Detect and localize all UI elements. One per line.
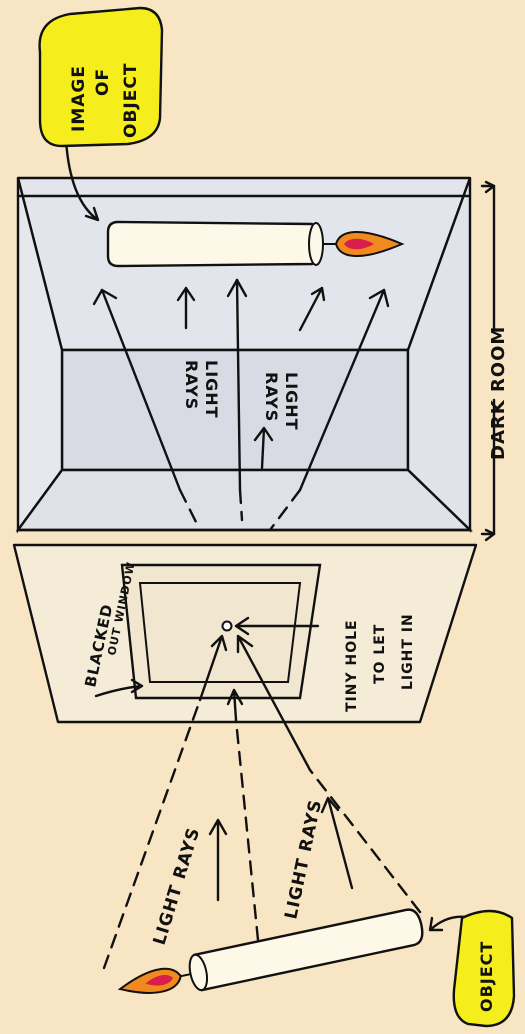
room-light-rays-1-line-1: LIGHT [202,360,221,419]
image-label-line-2: OF [93,68,113,96]
image-of-object-callout: IMAGE OF OBJECT [38,6,164,148]
pinhole [221,620,233,632]
dark-room-label: DARK ROOM [488,326,509,460]
dark-room-dimension: DARK ROOM [480,180,509,542]
room-light-rays-2-line-2: RAYS [262,372,281,422]
outside-light-rays [102,634,422,970]
svg-text:IMAGE: IMAGE [69,65,89,132]
object-candle [117,908,424,994]
window-inner-frame [138,582,302,683]
room-light-rays-1-line-2: RAYS [182,360,201,410]
window-wall [12,543,478,724]
tiny-hole-label: TINY HOLE TO LET LIGHT IN [234,613,416,712]
object-candle-body [193,908,424,992]
image-callout-pointer [64,138,100,222]
outside-light-rays-2-label: LIGHT RAYS [281,798,326,922]
image-candle-body [106,220,324,268]
image-candle [106,220,405,268]
image-label-line-1: IMAGE [69,65,89,132]
object-label: OBJECT [477,941,496,1012]
image-label-line-3: OBJECT [121,63,141,138]
tiny-hole-line-1: TINY HOLE [344,619,360,712]
room-light-rays-2-line-1: LIGHT [282,372,301,431]
tiny-hole-line-2: TO LET [372,624,388,684]
room-back-wall [60,348,410,472]
object-callout: OBJECT [428,909,516,1028]
tiny-hole-line-3: LIGHT IN [400,613,416,690]
svg-text:OBJECT: OBJECT [121,63,141,138]
blacked-out-window [120,563,322,700]
room-light-rays [92,278,390,532]
outside-light-rays-1-label: LIGHT RAYS [150,825,205,948]
room-ceiling [15,468,473,532]
svg-text:OF: OF [93,68,113,96]
